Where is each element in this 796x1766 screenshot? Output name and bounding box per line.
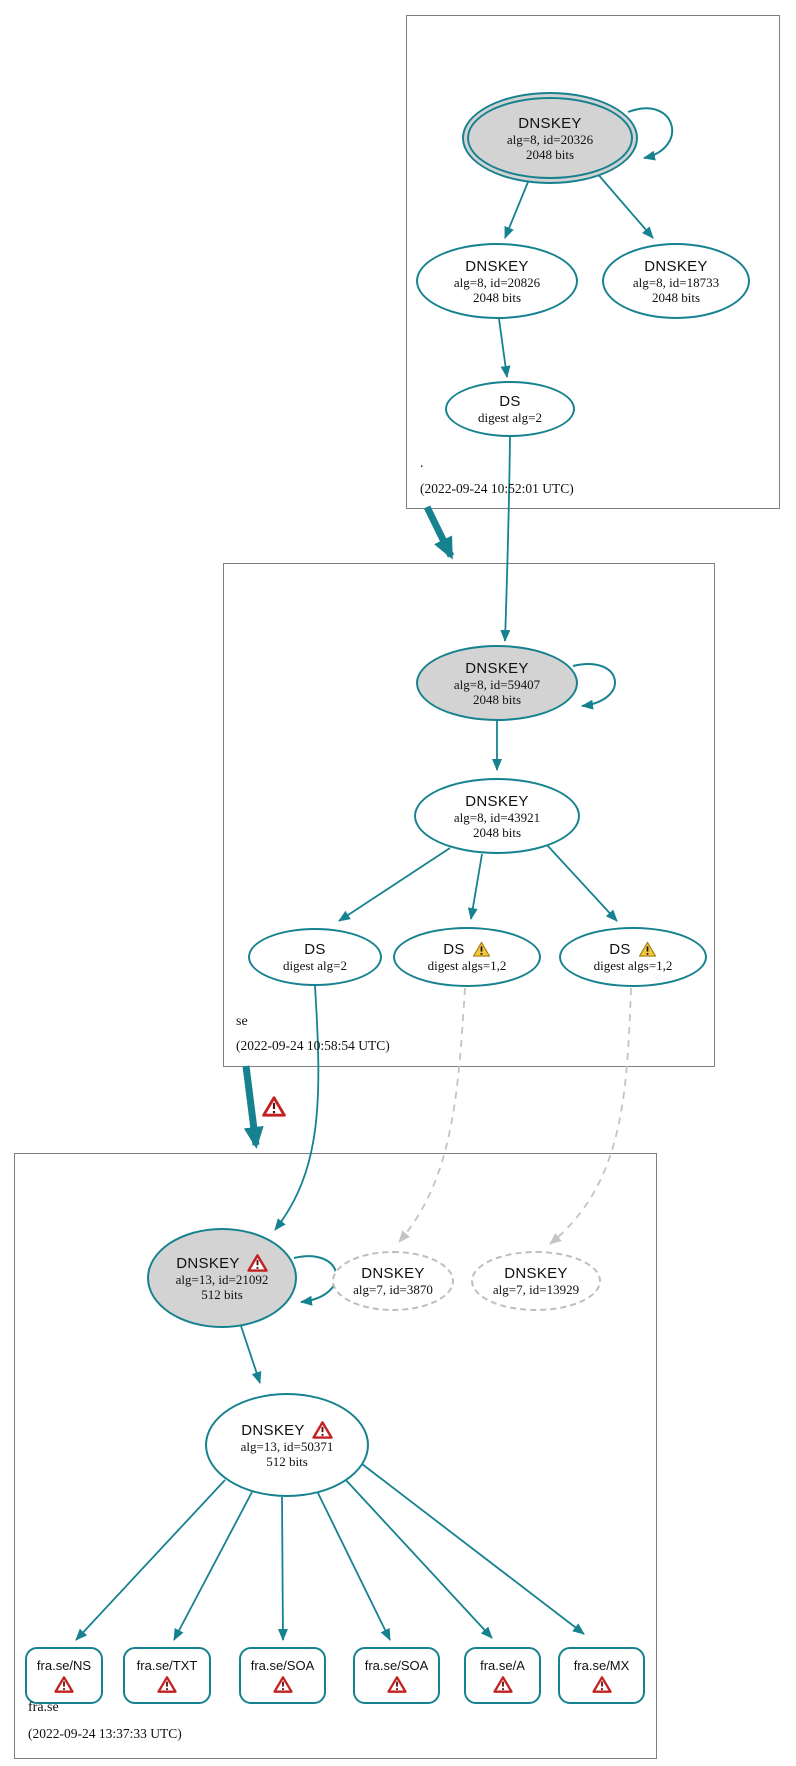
node-alg: alg=8, id=43921 (453, 809, 541, 825)
rrset-fra-se-soa-2[interactable]: fra.se/SOA (353, 1647, 440, 1704)
node-fra-ksk[interactable]: DNSKEY alg=13, id=21092 512 bits (147, 1228, 297, 1328)
node-root-zsk-right[interactable]: DNSKEY alg=8, id=18733 2048 bits (602, 243, 750, 319)
node-fra-zsk[interactable]: DNSKEY alg=13, id=50371 512 bits (205, 1393, 369, 1497)
zone-timestamp-root: (2022-09-24 10:52:01 UTC) (420, 481, 574, 496)
node-se-ksk[interactable]: DNSKEY alg=8, id=59407 2048 bits (416, 645, 578, 721)
node-alg: alg=8, id=18733 (632, 274, 720, 290)
node-se-ds1[interactable]: DS digest alg=2 (248, 928, 382, 986)
warning-triangle-icon (472, 941, 491, 958)
node-digest: digest algs=1,2 (427, 958, 507, 973)
node-fra-dnskey-alt1[interactable]: DNSKEY alg=7, id=3870 (332, 1251, 454, 1311)
node-bits: 2048 bits (472, 824, 522, 840)
rrset-label: fra.se/A (480, 1658, 525, 1673)
error-triangle-icon (386, 1676, 407, 1693)
rrset-label: fra.se/MX (573, 1658, 630, 1673)
error-triangle-icon (54, 1676, 74, 1693)
rrset-fra-se-txt[interactable]: fra.se/TXT (123, 1647, 211, 1704)
node-se-ds3[interactable]: DS digest algs=1,2 (559, 927, 707, 987)
node-title: DNSKEY (176, 1254, 240, 1272)
delegation-error-icon (262, 1096, 286, 1117)
node-title: DS (499, 393, 521, 410)
node-title: DNSKEY (465, 257, 529, 275)
rrset-fra-se-mx[interactable]: fra.se/MX (558, 1647, 645, 1704)
node-title: DNSKEY (241, 1421, 305, 1439)
node-title: DNSKEY (504, 1265, 568, 1282)
node-digest: digest algs=1,2 (593, 958, 673, 973)
node-alg: alg=8, id=59407 (453, 676, 541, 692)
node-title: DNSKEY (361, 1265, 425, 1282)
node-alg: alg=13, id=21092 (175, 1272, 269, 1287)
node-alg: alg=8, id=20326 (506, 131, 594, 147)
node-digest: digest alg=2 (477, 410, 543, 425)
node-title: DNSKEY (465, 659, 529, 677)
node-title: DNSKEY (644, 257, 708, 275)
warning-triangle-icon (638, 941, 657, 958)
node-title: DNSKEY (465, 792, 529, 810)
zone-timestamp-se: (2022-09-24 10:58:54 UTC) (236, 1038, 390, 1053)
rrset-label: fra.se/NS (36, 1658, 92, 1673)
node-bits: 2048 bits (651, 289, 701, 305)
node-alg: alg=7, id=13929 (492, 1282, 580, 1297)
node-bits: 512 bits (266, 1454, 308, 1469)
error-triangle-icon (492, 1676, 513, 1693)
node-se-ds2[interactable]: DS digest algs=1,2 (393, 927, 541, 987)
error-triangle-icon (247, 1254, 268, 1272)
rrset-label: fra.se/SOA (364, 1658, 429, 1673)
node-title: DS (304, 941, 326, 958)
error-triangle-icon (157, 1676, 177, 1693)
error-triangle-icon (591, 1676, 612, 1693)
node-root-ds[interactable]: DS digest alg=2 (445, 381, 575, 437)
error-triangle-icon (312, 1421, 333, 1439)
rrset-label: fra.se/TXT (136, 1658, 198, 1673)
zone-label-root: . (420, 456, 424, 471)
zone-label-se: se (236, 1014, 248, 1029)
node-bits: 2048 bits (525, 146, 575, 162)
edge-delegation-root-to-se (423, 505, 455, 560)
node-fra-dnskey-alt2[interactable]: DNSKEY alg=7, id=13929 (471, 1251, 601, 1311)
node-alg: alg=13, id=50371 (240, 1439, 334, 1454)
node-title: DS (609, 941, 631, 958)
edge-delegation-se-to-fra (242, 1065, 264, 1149)
zone-label-fra-se: fra.se (28, 1700, 59, 1715)
node-alg: alg=8, id=20826 (453, 274, 541, 290)
error-triangle-icon (272, 1676, 293, 1693)
node-alg: alg=7, id=3870 (353, 1282, 433, 1297)
node-bits: 2048 bits (472, 691, 522, 707)
zone-timestamp-fra-se: (2022-09-24 13:37:33 UTC) (28, 1726, 182, 1741)
node-root-zsk-left[interactable]: DNSKEY alg=8, id=20826 2048 bits (416, 243, 578, 319)
node-title: DS (443, 941, 465, 958)
node-digest: digest alg=2 (282, 958, 348, 973)
node-bits: 2048 bits (472, 289, 522, 305)
node-title: DNSKEY (518, 114, 582, 132)
rrset-fra-se-soa-1[interactable]: fra.se/SOA (239, 1647, 326, 1704)
rrset-fra-se-a[interactable]: fra.se/A (464, 1647, 541, 1704)
rrset-label: fra.se/SOA (250, 1658, 315, 1673)
node-bits: 512 bits (201, 1287, 243, 1302)
node-se-zsk[interactable]: DNSKEY alg=8, id=43921 2048 bits (414, 778, 580, 854)
rrset-fra-se-ns[interactable]: fra.se/NS (25, 1647, 103, 1704)
node-root-ksk[interactable]: DNSKEY alg=8, id=20326 2048 bits (462, 92, 638, 184)
